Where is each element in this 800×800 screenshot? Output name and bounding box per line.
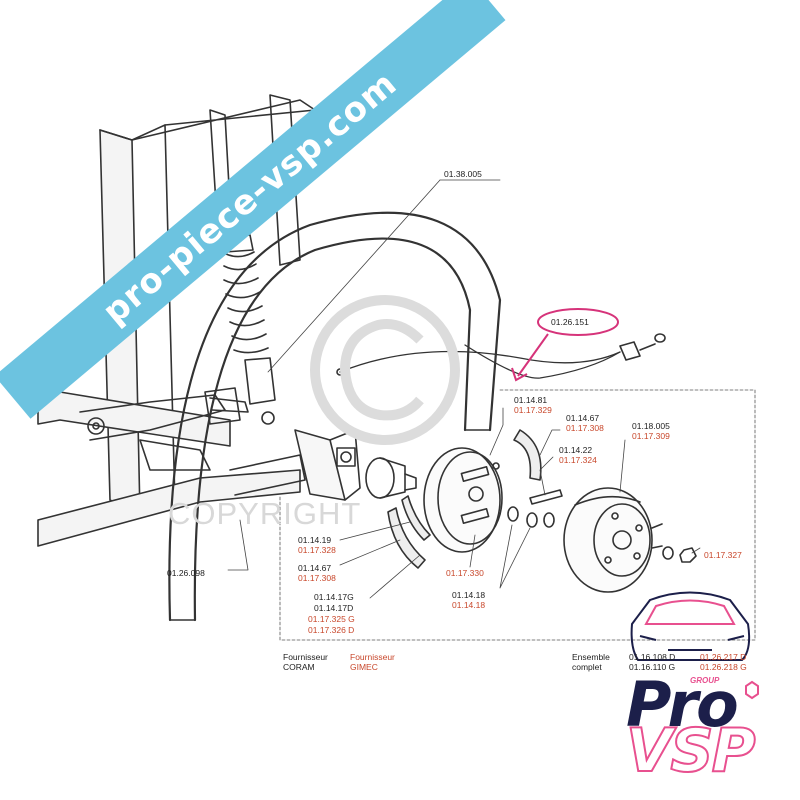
label-01-17-325G: 01.17.325 G [308,614,355,624]
label-01-14-81: 01.14.81 [514,395,548,405]
label-01-14-17G: 01.14.17G [314,592,354,602]
label-01-14-19: 01.14.19 [298,535,332,545]
label-complet: complet [572,662,602,672]
label-01-14-18-a: 01.14.18 [452,590,486,600]
label-01-18-005: 01.18.005 [632,421,670,431]
label-01-14-22: 01.14.22 [559,445,593,455]
trailing-arm [79,387,249,441]
handbrake-cable [336,333,666,379]
label-01-14-67-left: 01.14.67 [298,563,332,573]
label-01-14-17D: 01.14.17D [314,603,354,613]
brake-backplate [423,447,503,553]
label-01-17-330: 01.17.330 [446,568,484,578]
label-01-17-308-left: 01.17.308 [298,573,336,583]
brake-shoes [387,429,542,569]
label-01-17-324: 01.17.324 [559,455,597,465]
wheel-arch [168,211,502,622]
label-01-38-005: 01.38.005 [444,169,482,179]
label-01-26-217D: 01.26.217 D [700,652,747,662]
spindle [365,457,417,499]
label-01-17-329: 01.17.329 [514,405,552,415]
cable-highlight [511,308,619,382]
logo-car-icon [630,591,751,661]
label-01-14-18-b: 01.14.18 [452,600,486,610]
brake-drum [563,487,663,593]
label-fournisseur-gimec: Fournisseur [350,652,395,662]
label-01-17-327: 01.17.327 [704,550,742,560]
logo-pro-text: Pro [626,668,739,741]
hub-carrier [229,429,361,501]
label-01-16-108D: 01.16.108 D [629,652,676,662]
logo-vsp-text: VSP [625,715,757,787]
label-coram: CORAM [283,662,315,672]
label-01-17-309: 01.17.309 [632,431,670,441]
label-01-26-151: 01.26.151 [551,317,589,327]
label-01-14-67-top: 01.14.67 [566,413,600,423]
bolts-washers [507,489,697,563]
assembly-outline [279,389,756,641]
label-01-17-326D: 01.17.326 D [308,625,355,635]
logo-group-text: GROUP [690,676,720,685]
label-01-17-328: 01.17.328 [298,545,336,555]
label-fournisseur-coram: Fournisseur [283,652,328,662]
label-gimec: GIMEC [350,662,378,672]
copyright-watermark [310,295,460,445]
logo-hex-icon [745,680,759,700]
label-01-26-218G: 01.26.218 G [700,662,747,672]
copyright-text-watermark: COPYRIGHT [168,496,362,531]
label-01-26-098: 01.26.098 [167,568,205,578]
label-ensemble: Ensemble [572,652,610,662]
chassis-frame [37,94,316,547]
label-01-17-308-top: 01.17.308 [566,423,604,433]
label-01-16-110G: 01.16.110 G [629,662,676,672]
leader-lines [227,179,701,599]
